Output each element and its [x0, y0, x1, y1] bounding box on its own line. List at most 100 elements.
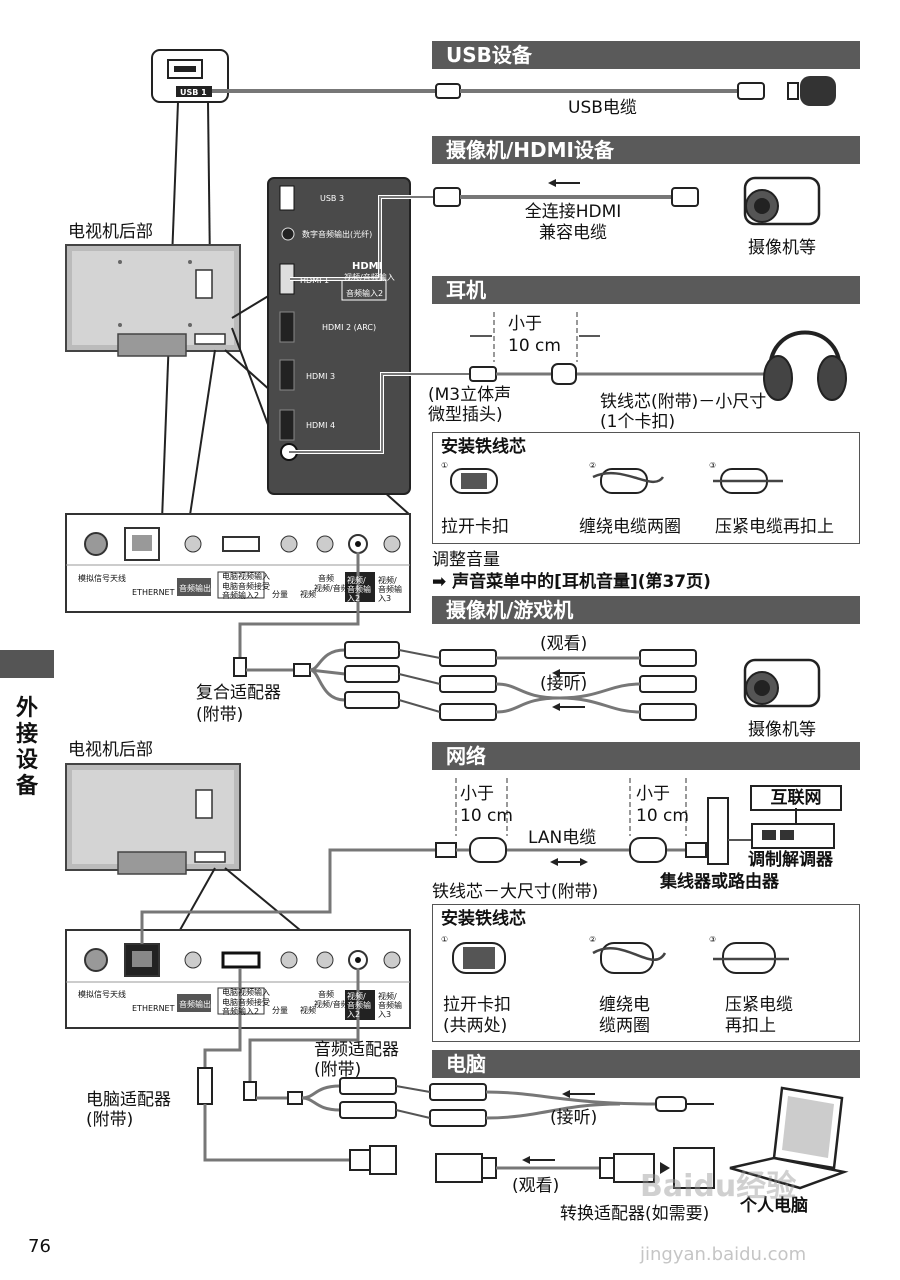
arrow-right-icon: ➡	[432, 572, 447, 592]
panel-usb3: USB 3	[320, 194, 345, 203]
panel-hdmi2: HDMI 2 (ARC)	[322, 323, 377, 332]
side-tab-char-1: 外	[15, 696, 38, 721]
panel-pc-in-2: 电脑视频输入	[222, 988, 270, 997]
panel-av3: 视频/音频输入3	[378, 576, 402, 603]
audio-adapter-2: (附带)	[314, 1060, 362, 1080]
step-1b-num: ①	[441, 935, 449, 944]
hp-dist-2: 10 cm	[508, 336, 561, 356]
step-3-text: 压紧电缆再扣上	[715, 517, 834, 537]
side-tab-marker	[0, 650, 54, 678]
install-title-1: 安装铁线芯	[441, 437, 526, 457]
panel-video-2: 视频	[300, 1006, 316, 1015]
core-icons-2	[452, 942, 789, 974]
core-icons-1	[450, 468, 783, 494]
watermark-logo: Baidu经验	[640, 1169, 797, 1204]
step-3b-num: ③	[709, 935, 717, 944]
step-2b-text-2: 缆两圈	[599, 1016, 650, 1036]
panel-audio-out: 音频输出	[179, 584, 211, 593]
step-1-num: ①	[441, 461, 449, 470]
step-1-text: 拉开卡扣	[441, 517, 509, 537]
section-header-hdmi: 摄像机/HDMI设备	[432, 136, 860, 164]
side-tab-char-4: 备	[15, 774, 38, 799]
tv-rear-label: 电视机后部	[68, 222, 153, 242]
section-header-av: 摄像机/游戏机	[432, 596, 860, 624]
panel-comp-2: 分量	[272, 1006, 288, 1015]
page-number: 76	[28, 1236, 51, 1257]
pc-listen: (接听)	[550, 1108, 598, 1128]
pc-adapter-2: (附带)	[86, 1110, 134, 1130]
internet-label: 互联网	[750, 785, 842, 811]
av-listen: (接听)	[540, 674, 588, 694]
panel-pc-in2-2: 电脑音频接受	[222, 998, 270, 1007]
hp-core-2: (1个卡扣)	[600, 412, 676, 432]
av-device: 摄像机等	[748, 720, 816, 740]
step-2-text: 缠绕电缆两圈	[579, 517, 681, 537]
panel-av1: 视频/音频输入1	[314, 584, 370, 593]
hub-label: 集线器或路由器	[660, 872, 779, 892]
step-1b-text: 拉开卡扣	[443, 995, 511, 1015]
composite-adapter-2: (附带)	[196, 705, 244, 725]
install-core-box-1: 安装铁线芯 ① ② ③ 拉开卡扣 缠绕电缆两圈 压紧电缆再扣上	[432, 432, 860, 544]
tv-rear-label-2: 电视机后部	[68, 740, 153, 760]
net-core-label: 铁线芯－大尺寸(附带)	[432, 882, 599, 902]
panel-antenna: 模拟信号天线	[78, 574, 126, 583]
section-header-headphone: 耳机	[432, 276, 860, 304]
panel-pc-in3-2: 音频输入2	[222, 1007, 260, 1016]
side-tab-char-3: 设	[15, 748, 38, 773]
panel-pc-in3: 音频输入2	[222, 591, 260, 600]
net-dist1-1: 小于	[460, 784, 494, 804]
av-watch: (观看)	[540, 634, 588, 654]
section-header-pc: 电脑	[432, 1050, 860, 1078]
panel-audio: 音频	[318, 574, 334, 583]
panel-ethernet: ETHERNET	[132, 588, 175, 597]
adjust-volume-path-text: 声音菜单中的[耳机音量](第37页)	[452, 572, 711, 592]
hp-dist-1: 小于	[508, 314, 542, 334]
step-3b-text-2: 再扣上	[725, 1016, 776, 1036]
panel-optical: 数字音频输出(光纤)	[302, 230, 373, 239]
net-dist2-1: 小于	[636, 784, 670, 804]
usb-cable-label: USB电缆	[568, 98, 637, 118]
watermark-url: jingyan.baidu.com	[640, 1244, 807, 1265]
panel-audio-out-2: 音频输出	[179, 1000, 211, 1009]
computer-label: 个人电脑	[740, 1196, 808, 1216]
hp-plug-1: (M3立体声	[428, 385, 512, 405]
panel-pc-in2: 电脑音频接受	[222, 582, 270, 591]
pc-adapter-1: 电脑适配器	[86, 1090, 171, 1110]
step-2b-text: 缠绕电	[599, 995, 650, 1015]
panel-av2: 视频/音频输入2	[347, 576, 371, 603]
panel-hdmi1-sub2: 音频输入2	[346, 289, 384, 298]
panel-hdmi1: HDMI 1	[300, 276, 330, 285]
panel-hdmi3: HDMI 3	[306, 372, 336, 381]
panel-antenna-2: 模拟信号天线	[78, 990, 126, 999]
net-dist1-2: 10 cm	[460, 806, 513, 826]
step-1b-text-2: (共两处)	[443, 1016, 508, 1036]
panel-av3-2: 视频/音频输入3	[378, 992, 402, 1019]
step-2-num: ②	[589, 461, 597, 470]
section-header-network: 网络	[432, 742, 860, 770]
panel-av1-2: 视频/音频输入1	[314, 1000, 370, 1009]
lan-cable-label: LAN电缆	[528, 828, 597, 848]
net-dist2-2: 10 cm	[636, 806, 689, 826]
hdmi-cable-label-2: 兼容电缆	[539, 223, 607, 243]
panel-video: 视频	[300, 590, 316, 599]
modem-label: 调制解调器	[748, 850, 833, 870]
panel-ethernet-2: ETHERNET	[132, 1004, 175, 1013]
panel-pc-in: 电脑视频输入	[222, 572, 270, 581]
section-header-usb: USB设备	[432, 41, 860, 69]
pc-watch: (观看)	[512, 1176, 560, 1196]
composite-adapter-1: 复合适配器	[196, 683, 281, 703]
side-tab-char-2: 接	[15, 722, 38, 747]
step-3b-text: 压紧电缆	[725, 995, 793, 1015]
panel-hdmi4: HDMI 4	[306, 421, 336, 430]
panel-av2-2: 视频/音频输入2	[347, 992, 371, 1019]
hdmi-device-label: 摄像机等	[748, 238, 816, 258]
audio-adapter-1: 音频适配器	[314, 1040, 399, 1060]
usb-port-label: USB 1	[180, 88, 207, 97]
converter-label: 转换适配器(如需要)	[560, 1204, 710, 1224]
adjust-volume: 调整音量	[432, 550, 500, 570]
install-title-2: 安装铁线芯	[441, 909, 526, 929]
hp-core-1: 铁线芯(附带)－小尺寸	[600, 392, 767, 412]
step-2b-num: ②	[589, 935, 597, 944]
hdmi-logo: HDMI	[352, 261, 383, 272]
